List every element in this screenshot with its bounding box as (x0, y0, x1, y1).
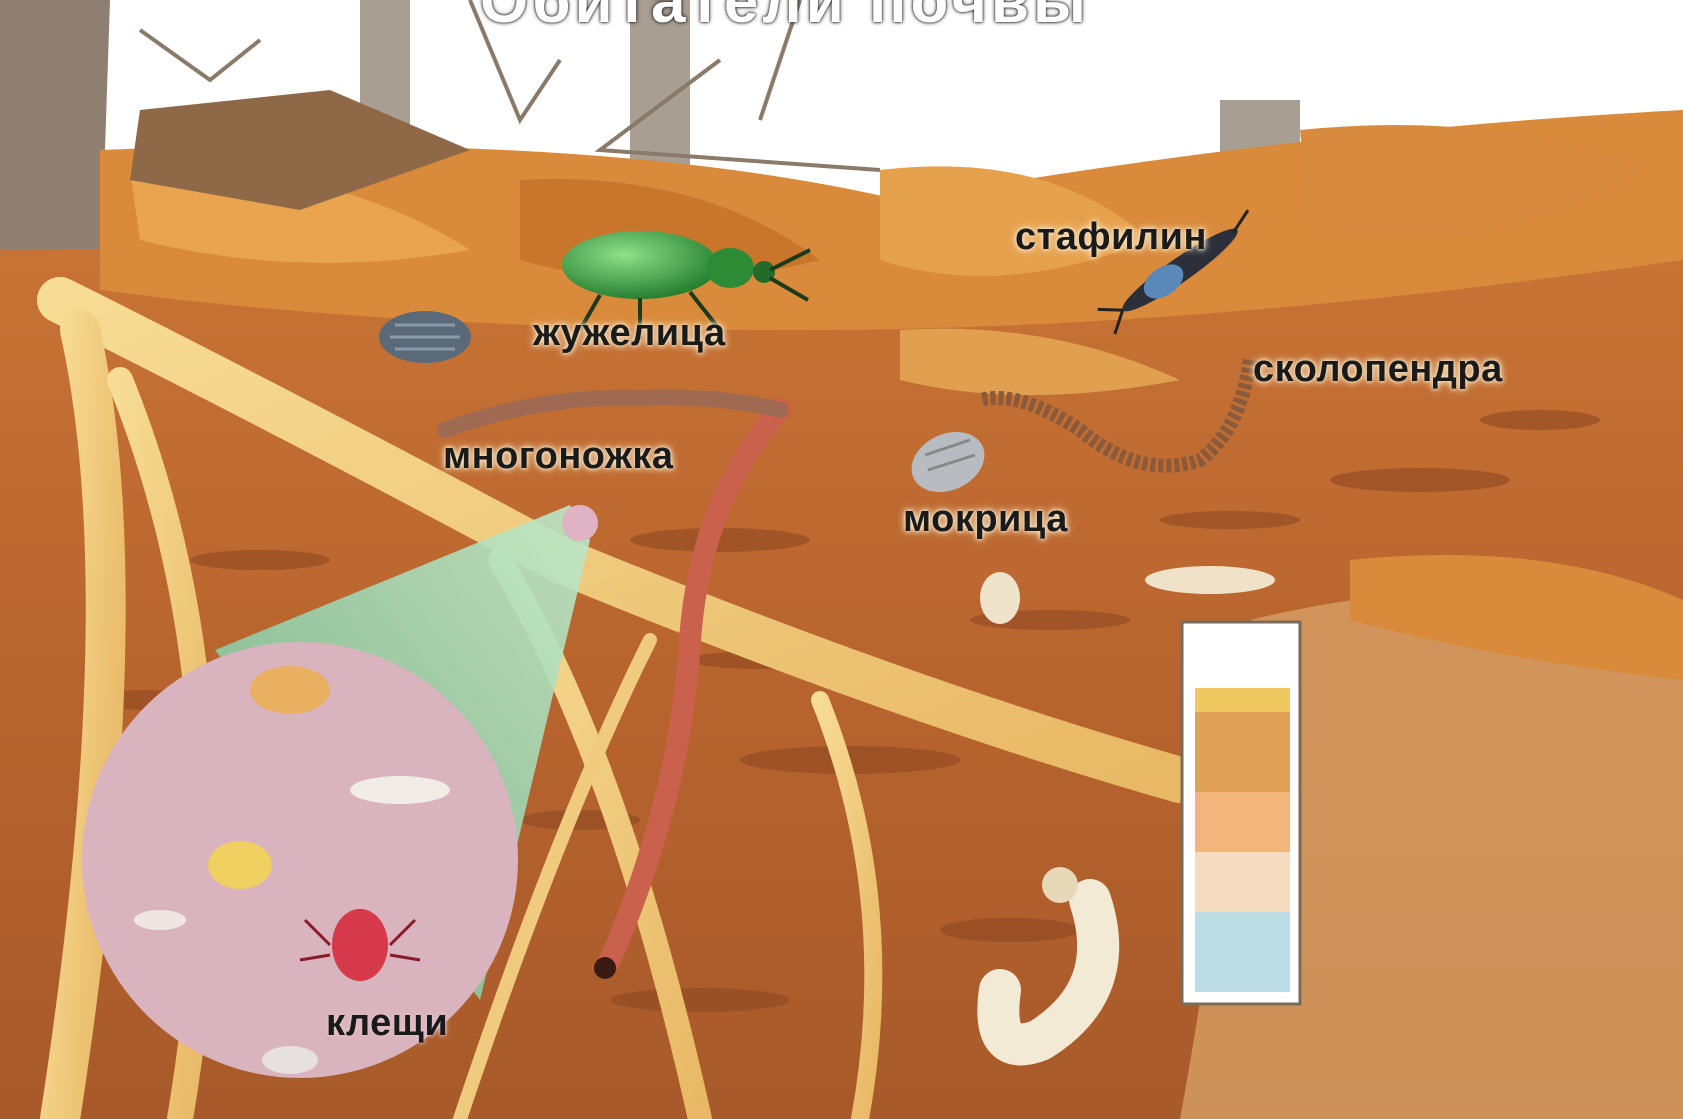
label-millipede: многоножка (443, 435, 674, 478)
soil-profile-column (1182, 622, 1300, 1004)
label-centipede: сколопендра (1253, 348, 1503, 391)
label-woodlouse: мокрица (903, 498, 1068, 541)
label-mites: клещи (326, 1002, 448, 1045)
grub-head (1042, 867, 1078, 903)
magnifier-source-point (562, 505, 598, 541)
title: Обитатели почвы (480, 0, 1090, 37)
label-ground-beetle: жужелица (533, 312, 726, 355)
label-rove-beetle: стафилин (1015, 216, 1207, 259)
earthworm-head (594, 957, 616, 979)
